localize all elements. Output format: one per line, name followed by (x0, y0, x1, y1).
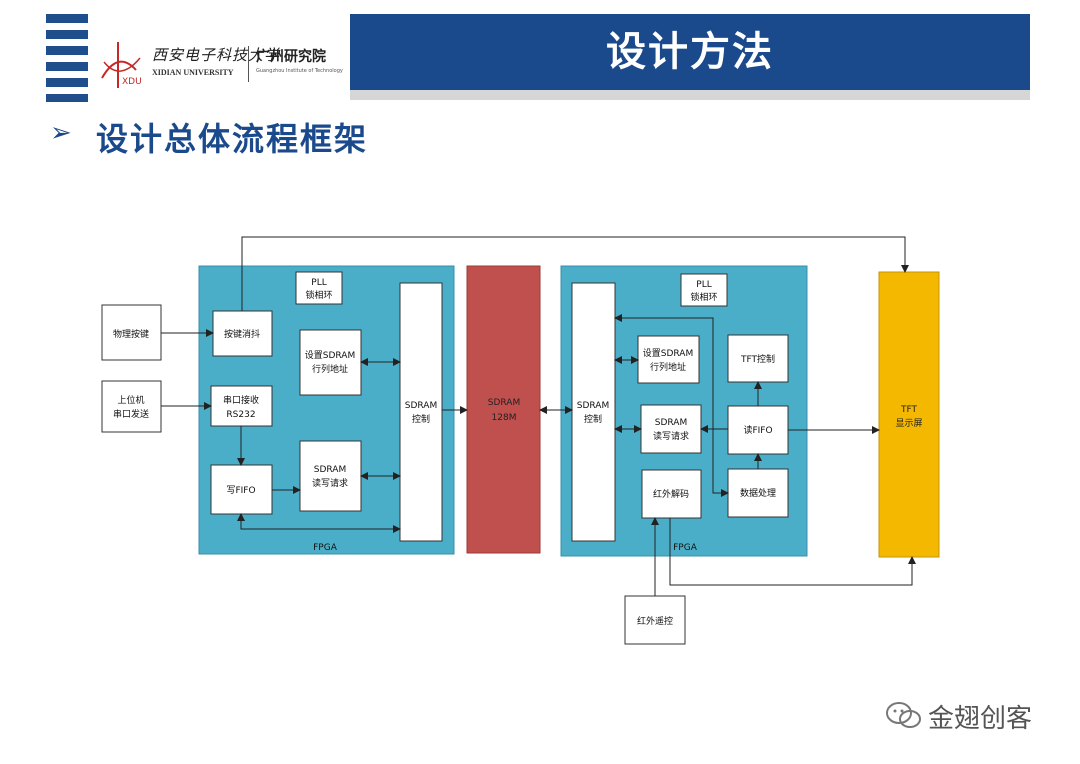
tft-screen-label-1: TFT (900, 405, 918, 415)
right-rw-req-label-2: 读写请求 (653, 430, 689, 442)
left-rw-req-label-2: 读写请求 (312, 477, 348, 489)
right-pll-block (680, 273, 728, 307)
ir-remote-label: 红外遥控 (637, 615, 673, 627)
ir-decode-label: 红外解码 (653, 488, 689, 500)
header-stripes (46, 14, 88, 102)
left-rw-req-block (299, 440, 362, 512)
uart-rx-block (210, 385, 273, 427)
left-set-addr-label-2: 行列地址 (312, 363, 348, 375)
wechat-icon (886, 702, 921, 728)
svg-text:XDU: XDU (122, 77, 142, 87)
logo-divider (248, 46, 249, 82)
physical-key-block (101, 304, 162, 361)
university-logo: XDU 西安电子科技大学 XIDIAN UNIVERSITY 广州研究院 Gua… (96, 40, 346, 92)
left-pll-block (295, 271, 343, 305)
left-set-addr-block (299, 329, 362, 396)
right-fpga-label: FPGA (673, 543, 698, 553)
right-rw-req-block (640, 404, 702, 454)
tft-screen-label-2: 显示屏 (895, 418, 922, 429)
host-pc-label-2: 串口发送 (113, 408, 149, 420)
right-pll-label-1: PLL (696, 280, 711, 290)
write-fifo-block (210, 464, 273, 515)
header-bar (350, 14, 1030, 90)
header-underline (350, 90, 1030, 100)
read-fifo-label: 读FIFO (743, 424, 772, 436)
right-pll-label-2: 锁相环 (690, 291, 717, 303)
sdram-chip-label-1: SDRAM (488, 398, 520, 408)
tft-ctrl-label: TFT控制 (740, 353, 775, 365)
university-emblem-icon: XDU (101, 42, 142, 88)
left-sdram-ctrl-label-2: 控制 (412, 413, 430, 425)
left-sdram-ctrl-block (399, 282, 443, 542)
physical-key-label: 物理按键 (113, 328, 149, 340)
uart-rx-label-2: RS232 (226, 410, 255, 420)
data-proc-block (727, 468, 789, 518)
left-pll-label-1: PLL (311, 278, 326, 288)
university-name-en: XIDIAN UNIVERSITY (152, 68, 234, 77)
sdram-chip-block (466, 265, 541, 554)
university-name-cn: 西安电子科技大学 (152, 46, 281, 64)
watermark-text: 金翅创客 (928, 704, 1033, 734)
left-fpga-label: FPGA (313, 543, 338, 553)
left-rw-req-label-1: SDRAM (314, 465, 346, 475)
institute-name: 广州研究院 (256, 49, 326, 65)
host-pc-label-1: 上位机 (117, 394, 144, 406)
section-subtitle: 设计总体流程框架 (96, 120, 369, 158)
uart-rx-label-1: 串口接收 (223, 394, 259, 406)
right-set-addr-label-1: 设置SDRAM (643, 348, 693, 359)
right-set-addr-label-2: 行列地址 (650, 361, 686, 373)
sdram-chip-label-2: 128M (492, 413, 517, 423)
institute-name-en: Guangzhou Institute of Technology (256, 68, 343, 74)
right-rw-req-label-1: SDRAM (655, 418, 687, 428)
right-sdram-ctrl-block (571, 282, 616, 542)
right-sdram-ctrl-label-2: 控制 (584, 413, 602, 425)
left-sdram-ctrl-label-1: SDRAM (405, 401, 437, 411)
right-sdram-ctrl-label-1: SDRAM (577, 401, 609, 411)
host-pc-block (101, 380, 162, 433)
page-title: 设计方法 (606, 29, 774, 75)
right-set-addr-block (637, 335, 700, 384)
data-proc-label: 数据处理 (740, 487, 776, 499)
key-debounce-label: 按键消抖 (224, 328, 260, 340)
connector-lines (161, 236, 916, 596)
left-set-addr-label-1: 设置SDRAM (305, 350, 355, 361)
bullet-arrow-icon: ➢ (50, 118, 72, 148)
left-pll-label-2: 锁相环 (305, 289, 332, 301)
ir-remote-block (624, 595, 686, 645)
write-fifo-label: 写FIFO (226, 485, 255, 496)
